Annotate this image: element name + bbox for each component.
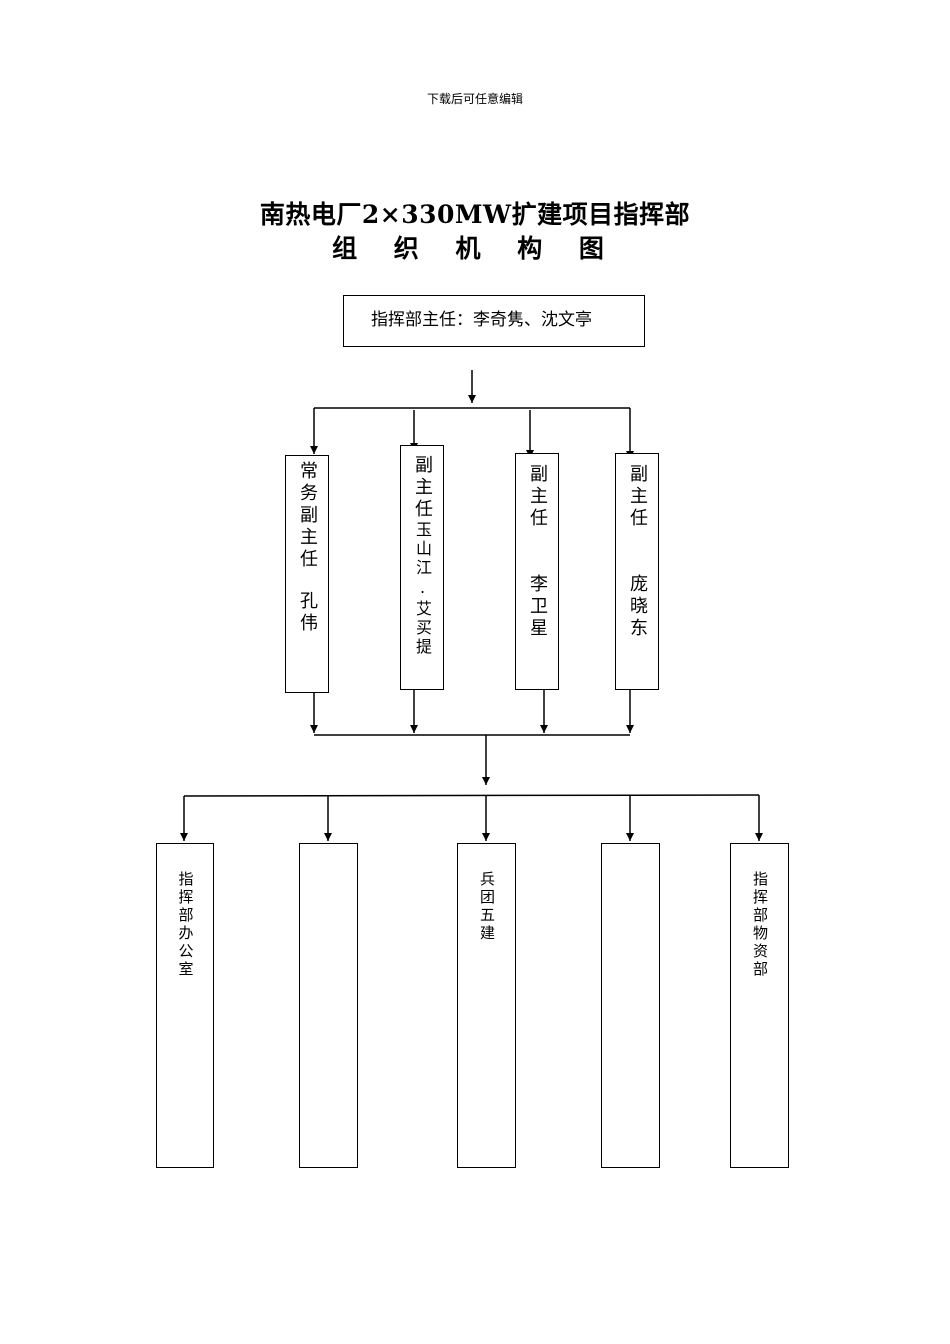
- dept-box-5: 指挥部物资部: [730, 843, 789, 1168]
- deputy-name: 庞晓东: [627, 574, 648, 640]
- dept-box-1: 指挥部办公室: [156, 843, 214, 1168]
- deputy-box-3: 副主任 李卫星: [515, 453, 559, 690]
- dept-box-2: [299, 843, 358, 1168]
- deputy-title: 常务副主任: [297, 461, 318, 571]
- director-separator: ：: [456, 310, 473, 330]
- dept-bus: [183, 794, 760, 797]
- dept-box-4: [601, 843, 660, 1168]
- director-names: 李奇隽、沈文亭: [473, 310, 592, 330]
- deputy-title: 副主任: [627, 464, 648, 530]
- director-label: 指挥部主任: [371, 310, 456, 330]
- dept-label: 指挥部办公室: [176, 871, 195, 979]
- dept-label: 兵团五建: [478, 871, 496, 943]
- director-box: 指挥部主任：李奇隽、沈文亭: [343, 295, 645, 347]
- deputy-name: 孔伟: [297, 591, 318, 635]
- deputy-name: 玉山江.艾买提: [413, 521, 432, 657]
- dept-box-3: 兵团五建: [457, 843, 516, 1168]
- deputy-title: 副主任: [527, 464, 548, 530]
- deputy-box-1: 常务副主任 孔伟: [285, 455, 329, 693]
- chart-subtitle: 组 织 机 构 图: [332, 234, 618, 263]
- deputy-name: 李卫星: [527, 574, 548, 640]
- deputy-title: 副主任: [412, 455, 433, 521]
- deputy-box-4: 副主任 庞晓东: [615, 453, 659, 690]
- dept-label: 指挥部物资部: [751, 871, 769, 979]
- chart-title: 南热电厂2×330MW扩建项目指挥部: [259, 200, 691, 229]
- header-note: 下载后可任意编辑: [426, 92, 523, 106]
- deputy-box-2: 副主任 玉山江.艾买提: [400, 445, 444, 690]
